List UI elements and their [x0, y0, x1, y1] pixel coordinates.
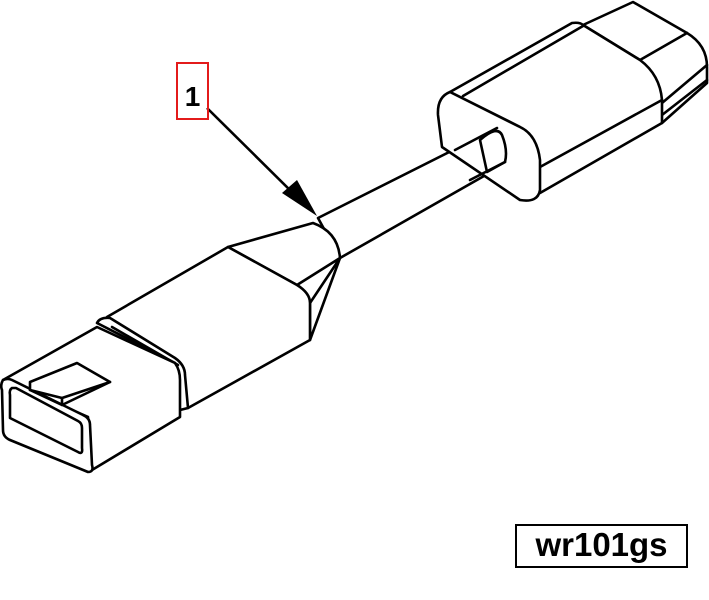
arrowhead-icon: [282, 180, 317, 216]
right-connector: [436, 0, 709, 202]
callout-label: 1: [176, 62, 209, 120]
leader-arrow: [206, 107, 317, 216]
left-connector: [0, 221, 342, 474]
reference-code-label: wr101gs: [515, 524, 688, 568]
